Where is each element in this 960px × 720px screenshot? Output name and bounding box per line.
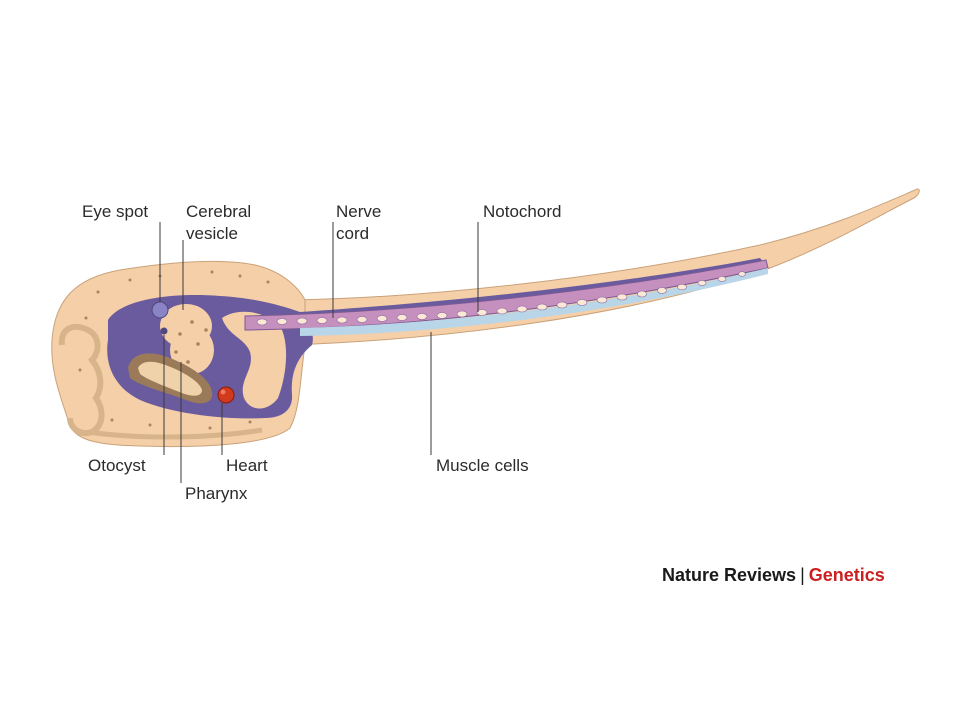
vacuole <box>476 309 488 316</box>
notochord-vacuoles <box>256 271 746 326</box>
speckle <box>196 342 200 346</box>
speckle <box>110 418 114 422</box>
speckle <box>204 328 208 332</box>
credit-separator: | <box>800 565 805 585</box>
journal-credit: Nature Reviews|Genetics <box>662 565 885 586</box>
journal-subject: Genetics <box>808 565 885 585</box>
pharynx-lumen <box>138 361 202 396</box>
vacuole <box>536 303 548 311</box>
vacuole <box>376 315 388 322</box>
speckle <box>174 350 178 354</box>
notochord-structure <box>244 259 769 336</box>
label-nerve-cord-2: cord <box>336 224 369 243</box>
eye-spot <box>151 301 169 319</box>
vacuole <box>336 316 348 324</box>
vacuole <box>436 312 448 319</box>
vacuole <box>296 317 308 325</box>
speckle <box>266 280 270 284</box>
papillae-region <box>58 323 263 440</box>
label-muscle-cells: Muscle cells <box>436 456 529 475</box>
otocyst <box>160 327 168 335</box>
speckle <box>238 274 242 278</box>
label-notochord: Notochord <box>483 202 561 221</box>
labels: Eye spot Cerebral vesicle Nerve cord Not… <box>82 202 561 503</box>
vacuole <box>256 318 268 326</box>
speckle <box>248 420 252 424</box>
vacuole <box>316 317 328 324</box>
label-otocyst: Otocyst <box>88 456 146 475</box>
vacuole <box>456 310 468 318</box>
vacuole <box>616 293 628 301</box>
speckle <box>186 360 190 364</box>
label-heart: Heart <box>226 456 268 475</box>
label-cerebral-vesicle-2: vesicle <box>186 224 238 243</box>
heart <box>217 386 235 404</box>
organs <box>151 301 235 404</box>
label-nerve-cord-1: Nerve <box>336 202 381 221</box>
leader-lines <box>159 222 479 483</box>
speckle <box>208 426 212 430</box>
vacuole <box>738 271 746 277</box>
tissue-speckles <box>78 270 270 430</box>
vacuole <box>657 287 667 294</box>
vacuole <box>276 318 288 325</box>
vacuole <box>396 314 408 321</box>
vacuole <box>416 313 428 320</box>
trunk-endoderm <box>222 311 287 409</box>
speckle <box>190 320 194 324</box>
speckle <box>178 332 182 336</box>
vacuole <box>596 296 608 304</box>
vacuole <box>576 299 588 306</box>
label-pharynx: Pharynx <box>185 484 248 503</box>
vacuole <box>717 276 727 282</box>
vacuole <box>637 290 647 298</box>
label-cerebral-vesicle-1: Cerebral <box>186 202 251 221</box>
journal-name: Nature Reviews <box>662 565 797 585</box>
speckle <box>148 423 152 427</box>
vacuole <box>556 301 568 309</box>
vacuole <box>677 283 687 291</box>
muscle-band <box>300 268 768 336</box>
vacuole <box>516 305 528 313</box>
tunic-inner-line <box>87 427 263 440</box>
vacuole <box>697 280 707 286</box>
speckle <box>210 270 214 274</box>
speckle <box>78 368 82 372</box>
speckle <box>128 278 132 282</box>
label-eye-spot: Eye spot <box>82 202 148 221</box>
vacuole <box>356 316 368 323</box>
heart-highlight <box>220 389 226 395</box>
vacuole <box>496 307 508 315</box>
speckle <box>96 290 100 294</box>
speckle <box>84 316 88 320</box>
